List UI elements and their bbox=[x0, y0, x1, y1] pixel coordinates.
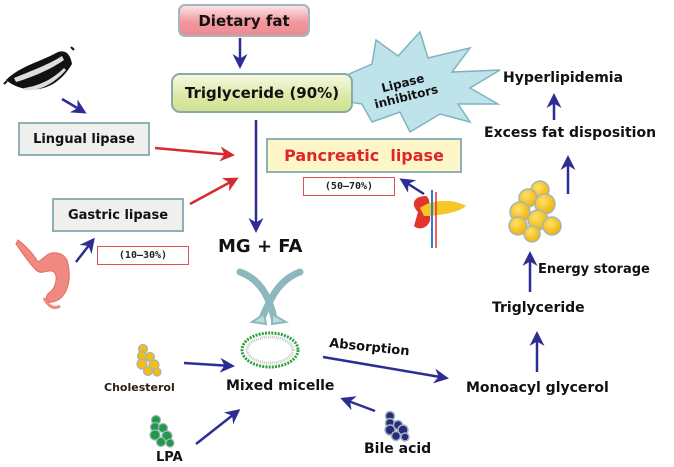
energy-storage-label: Energy storage bbox=[538, 262, 650, 277]
excess-fat-disposition-label: Excess fat disposition bbox=[484, 125, 657, 141]
lingual-lipase-label: Lingual lipase bbox=[33, 131, 135, 147]
pancreatic-lipase-node: Pancreatic lipase bbox=[266, 138, 462, 173]
arrow-stomach-to-gastric bbox=[75, 237, 95, 263]
triglyceride-node: Triglyceride (90%) bbox=[171, 73, 353, 113]
dietary-fat-node: Dietary fat bbox=[178, 4, 310, 37]
arrow-pancreas-to-pancreatic bbox=[399, 178, 425, 196]
gastric-lipase-node: Gastric lipase bbox=[52, 198, 184, 232]
mixed-micelle-label: Mixed micelle bbox=[226, 378, 335, 394]
cholesterol-label: Cholesterol bbox=[104, 381, 175, 394]
gastric-share-badge: (10–30%) bbox=[97, 246, 189, 265]
dietary-fat-label: Dietary fat bbox=[198, 11, 290, 30]
cholesterol-cluster-icon bbox=[136, 343, 162, 377]
lingual-lipase-node: Lingual lipase bbox=[18, 122, 150, 156]
hyperlipidemia-label: Hyperlipidemia bbox=[503, 70, 624, 86]
monoacyl-glycerol-label: Monoacyl glycerol bbox=[466, 380, 609, 396]
triglyceride-label: Triglyceride (90%) bbox=[184, 84, 340, 102]
arrow-cholesterol-to-micelle bbox=[183, 357, 235, 373]
exchange-arrows-icon bbox=[236, 268, 304, 326]
micelle-icon bbox=[240, 331, 300, 369]
arrow-lpa-to-micelle bbox=[195, 409, 241, 445]
gastric-share-label: (10–30%) bbox=[118, 250, 168, 261]
bile-acid-cluster-icon bbox=[384, 410, 410, 442]
bile-acid-label: Bile acid bbox=[364, 441, 432, 457]
pancreatic-share-label: (50–70%) bbox=[324, 181, 374, 192]
stomach-icon bbox=[15, 239, 70, 310]
arrow-lingual-to-hydrolysis bbox=[154, 146, 235, 162]
arrow-bile-to-micelle bbox=[340, 396, 376, 413]
arrow-absorption bbox=[322, 355, 449, 384]
pancreatic-lipase-label: Pancreatic lipase bbox=[284, 146, 444, 165]
pancreas-icon bbox=[413, 190, 466, 248]
lipase-inhibitors-burst bbox=[333, 30, 501, 134]
pancreatic-share-badge: (50–70%) bbox=[303, 177, 395, 196]
lpa-label: LPA bbox=[156, 450, 183, 465]
fat-cells-icon bbox=[508, 180, 562, 243]
arrow-mouth-to-lingual bbox=[61, 97, 87, 114]
arrow-gastric-to-hydrolysis bbox=[189, 177, 239, 206]
lpa-cluster-icon bbox=[149, 414, 175, 448]
triglyceride-storage-label: Triglyceride bbox=[492, 300, 585, 316]
gastric-lipase-label: Gastric lipase bbox=[67, 207, 169, 223]
mg-fa-label: MG + FA bbox=[218, 236, 303, 257]
mouth-icon bbox=[3, 46, 75, 91]
